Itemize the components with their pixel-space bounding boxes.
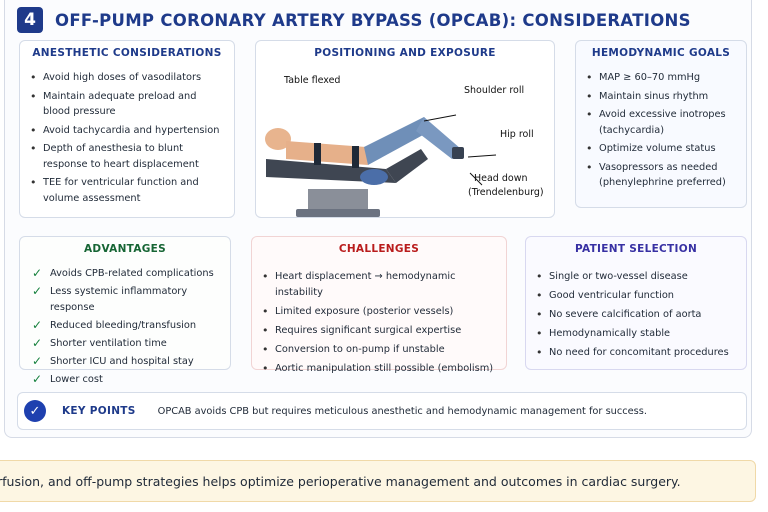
patient-selection-title: PATIENT SELECTION bbox=[574, 243, 698, 255]
footer-banner: rfusion, and off-pump strategies helps o… bbox=[0, 460, 756, 502]
list-item: Maintain adequate preload and blood pres… bbox=[30, 89, 226, 120]
list-item: Maintain sinus rhythm bbox=[586, 89, 738, 105]
list-item: Optimize volume status bbox=[586, 141, 738, 157]
list-item: Limited exposure (posterior vessels) bbox=[262, 304, 498, 320]
patient-head bbox=[265, 128, 291, 150]
list-item: Heart displacement → hemodynamic instabi… bbox=[262, 269, 498, 300]
page-title: OFF-PUMP CORONARY ARTERY BYPASS (OPCAB):… bbox=[55, 10, 691, 30]
hip-roll-label: Hip roll bbox=[500, 129, 534, 140]
check-circle-icon: ✓ bbox=[24, 400, 46, 422]
list-item: Avoid high doses of vasodilators bbox=[30, 70, 226, 86]
list-item: Conversion to on-pump if unstable bbox=[262, 342, 498, 358]
list-item: No severe calcification of aorta bbox=[536, 307, 738, 323]
list-item: MAP ≥ 60–70 mmHg bbox=[586, 70, 738, 86]
positioning-card: POSITIONING AND EXPOSURE Table flexed bbox=[255, 40, 555, 218]
table-base bbox=[296, 209, 380, 217]
patient-selection-card: PATIENT SELECTION Single or two-vessel d… bbox=[525, 236, 747, 370]
advantages-list: Avoids CPB-related complications Less sy… bbox=[20, 266, 230, 388]
section-number-badge: 4 bbox=[17, 7, 43, 33]
list-item: Hemodynamically stable bbox=[536, 326, 738, 342]
list-item: Avoid tachycardia and hypertension bbox=[30, 123, 226, 139]
check-list-item: Lower cost bbox=[30, 372, 222, 388]
check-list-item: Less systemic inflammatory response bbox=[30, 284, 222, 315]
key-points-text: OPCAB avoids CPB but requires meticulous… bbox=[157, 405, 648, 417]
header: 4 OFF-PUMP CORONARY ARTERY BYPASS (OPCAB… bbox=[17, 6, 691, 34]
check-list-item: Shorter ICU and hospital stay bbox=[30, 354, 222, 370]
footer-text: rfusion, and off-pump strategies helps o… bbox=[0, 473, 681, 489]
patient-torso bbox=[286, 141, 368, 165]
list-item: Depth of anesthesia to blunt response to… bbox=[30, 141, 226, 172]
hemodynamic-goals-title: HEMODYNAMIC GOALS bbox=[591, 47, 731, 59]
list-item: TEE for ventricular function and volume … bbox=[30, 175, 226, 206]
slide-panel: 4 OFF-PUMP CORONARY ARTERY BYPASS (OPCAB… bbox=[4, 0, 752, 438]
check-list-item: Avoids CPB-related complications bbox=[30, 266, 222, 282]
patient-positioning-illustration bbox=[265, 114, 497, 217]
positioning-title: POSITIONING AND EXPOSURE bbox=[314, 47, 496, 59]
check-list-item: Reduced bleeding/transfusion bbox=[30, 318, 222, 334]
shoulder-roll-arrow bbox=[423, 114, 457, 122]
head-down-arrow bbox=[469, 172, 483, 186]
table-flexed-label: Table flexed bbox=[284, 75, 341, 86]
list-item: Single or two-vessel disease bbox=[536, 269, 738, 285]
patient-legs bbox=[364, 117, 434, 165]
hip-roll-arrow bbox=[467, 154, 497, 158]
list-item: Aortic manipulation still possible (embo… bbox=[262, 361, 498, 377]
list-item: Good ventricular function bbox=[536, 288, 738, 304]
anesthetic-list: Avoid high doses of vasodilators Maintai… bbox=[20, 70, 234, 206]
strap bbox=[352, 146, 359, 168]
hemodynamic-list: MAP ≥ 60–70 mmHg Maintain sinus rhythm A… bbox=[576, 70, 746, 191]
advantages-card: ADVANTAGES Avoids CPB-related complicati… bbox=[19, 236, 231, 387]
patient-feet bbox=[452, 147, 464, 159]
patient-selection-list: Single or two-vessel disease Good ventri… bbox=[526, 269, 746, 361]
key-points-bar: ✓ KEY POINTS OPCAB avoids CPB but requir… bbox=[17, 392, 747, 430]
list-item: Vasopressors as needed (phenylephrine pr… bbox=[586, 160, 738, 191]
strap bbox=[314, 143, 321, 165]
anesthetic-considerations-card: ANESTHETIC CONSIDERATIONS Avoid high dos… bbox=[19, 40, 235, 218]
anesthetic-considerations-title: ANESTHETIC CONSIDERATIONS bbox=[32, 47, 222, 59]
challenges-list: Heart displacement → hemodynamic instabi… bbox=[252, 269, 506, 376]
challenges-title: CHALLENGES bbox=[338, 243, 420, 255]
table-leg-section bbox=[386, 149, 428, 183]
patient-lower-legs bbox=[416, 117, 461, 159]
list-item: Requires significant surgical expertise bbox=[262, 323, 498, 339]
list-item: No need for concomitant procedures bbox=[536, 345, 738, 361]
challenges-card: CHALLENGES Heart displacement → hemodyna… bbox=[251, 236, 507, 376]
advantages-title: ADVANTAGES bbox=[84, 243, 166, 255]
hemodynamic-goals-card: HEMODYNAMIC GOALS MAP ≥ 60–70 mmHg Maint… bbox=[575, 40, 747, 208]
trendelenburg-label: (Trendelenburg) bbox=[468, 187, 544, 198]
check-list-item: Shorter ventilation time bbox=[30, 336, 222, 352]
shoulder-roll-label: Shoulder roll bbox=[464, 85, 525, 96]
head-down-label: Head down bbox=[474, 173, 528, 184]
list-item: Avoid excessive inotropes (tachycardia) bbox=[586, 107, 738, 138]
key-points-label: KEY POINTS bbox=[62, 405, 136, 417]
hip-roll-cushion bbox=[360, 169, 388, 185]
